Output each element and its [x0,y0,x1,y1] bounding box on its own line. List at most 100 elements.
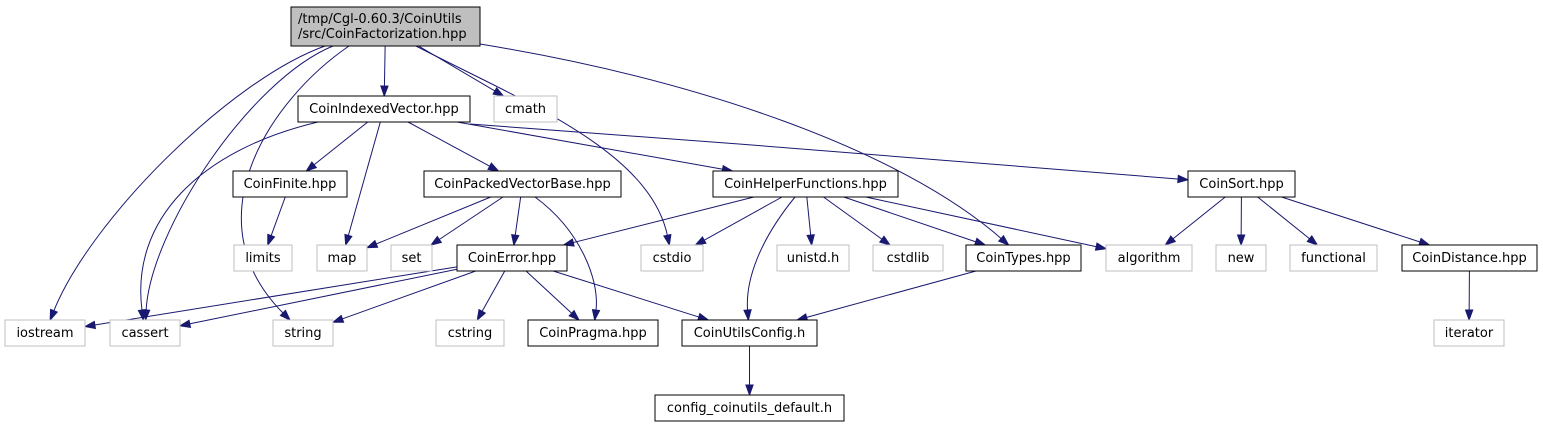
edge-CoinHelperFunctions-to-algorithm [865,196,1108,251]
node-label: limits [245,251,281,266]
edge-arrowhead [1236,234,1246,247]
edge-arrowhead [492,86,505,97]
edge-arrowhead [1306,235,1319,246]
node-CoinUtilsConfig[interactable]: CoinUtilsConfig.h [681,319,818,347]
edge-arrowhead [1418,237,1431,246]
edge-arrowhead [267,233,276,247]
edge-arrowhead [697,312,710,321]
node-CoinError[interactable]: CoinError.hpp [456,244,568,272]
edge-arrowhead [663,233,672,247]
node-box [1401,244,1538,272]
edge-CoinError-to-iostream [83,266,458,330]
edges-layer [49,43,1474,397]
edge-arrowhead [331,314,345,323]
node-limits: limits [233,244,293,272]
edge-CoinError-to-CoinPragma [525,270,581,322]
node-box [1289,244,1378,272]
node-CoinIndexedVector[interactable]: CoinIndexedVector.hpp [297,95,471,123]
node-box [712,170,899,198]
edge-arrowhead [429,235,443,246]
edge-line [383,45,386,88]
edge-line [1257,196,1311,240]
node-CoinPackedVectorBase[interactable]: CoinPackedVectorBase.hpp [423,170,622,198]
edge-line [1171,196,1226,240]
node-CoinDistance[interactable]: CoinDistance.hpp [1401,244,1538,272]
node-config_coinutils_default[interactable]: config_coinutils_default.h [654,394,845,422]
node-iterator: iterator [1433,319,1505,347]
node-box [776,244,850,272]
node-box [681,319,818,347]
node-new: new [1215,244,1267,272]
edge-CoinFinite-to-limits [267,196,286,247]
edge-arrowhead [591,309,601,322]
node-cstring: cstring [435,319,505,347]
node-box [654,394,845,422]
edge-arrowhead [137,309,147,322]
edge-line [415,45,669,237]
edge-arrowhead [562,238,575,247]
edge-line [572,196,755,244]
edge-line [375,196,491,245]
node-label: new [1228,251,1255,266]
node-functional: functional [1289,244,1378,272]
node-iostream: iostream [4,319,86,347]
node-map: map [316,244,368,272]
node-CoinSort[interactable]: CoinSort.hpp [1187,170,1296,198]
node-box [872,244,944,272]
node-label: set [402,251,422,266]
node-label: CoinDistance.hpp [1412,251,1527,266]
node-CoinHelperFunctions[interactable]: CoinHelperFunctions.hpp [712,170,899,198]
node-cmath: cmath [493,95,558,123]
edge-CoinIndexedVector-to-map [344,121,381,247]
edge-CoinIndexedVector-to-cassert [137,121,319,322]
node-CoinPragma[interactable]: CoinPragma.hpp [527,319,659,347]
edge-line [347,121,381,237]
node-label: algorithm [1118,251,1181,266]
edge-root-to-iostream [49,45,326,322]
node-label: string [284,326,321,341]
edge-CoinIndexedVector-to-CoinHelperFunctions [456,121,734,174]
edge-root-to-string [241,45,350,322]
edge-line [145,45,334,312]
node-string: string [272,319,334,347]
node-root[interactable]: /tmp/Cgl-0.60.3/CoinUtils/src/CoinFactor… [290,6,481,47]
edge-arrowhead [476,308,487,322]
edge-arrowhead [1094,242,1108,251]
edge-line [1281,196,1422,243]
node-CoinFinite[interactable]: CoinFinite.hpp [232,170,348,198]
edge-line [241,45,350,314]
edge-CoinHelperFunctions-to-CoinUtilsConfig [743,196,796,322]
edge-CoinHelperFunctions-to-cstdlib [823,196,892,246]
edge-CoinIndexedVector-to-CoinFinite [305,121,369,172]
edge-root-to-CoinTypes [479,43,1010,246]
edge-arrowhead [1464,309,1474,322]
edge-line [53,45,326,312]
edge-line [746,196,796,312]
node-label: iostream [16,326,73,341]
edge-arrowhead [511,233,520,247]
edge-line [313,121,369,166]
node-label: CoinPackedVectorBase.hpp [434,177,611,192]
node-set: set [390,244,433,272]
node-box [423,170,622,198]
edge-CoinError-to-string [331,270,476,323]
node-label: functional [1301,251,1366,266]
edge-line [806,196,812,237]
edge-CoinSort-to-CoinDistance [1281,196,1431,246]
edge-arrowhead [743,309,752,322]
node-box [640,244,704,272]
node-label: cstring [448,326,492,341]
edge-CoinError-to-CoinUtilsConfig [553,270,710,321]
node-label: /src/CoinFactorization.hpp [298,27,467,42]
edge-arrowhead [487,162,500,172]
node-label: CoinTypes.hpp [976,251,1070,266]
edge-line [823,196,883,241]
edge-arrowhead [973,237,987,246]
node-CoinTypes[interactable]: CoinTypes.hpp [965,244,1082,272]
nodes-layer: /tmp/Cgl-0.60.3/CoinUtils/src/CoinFactor… [4,6,1538,422]
edge-line [270,196,286,237]
edge-arrowhead [878,235,892,246]
node-label: cstdio [653,251,692,266]
edge-arrowhead [83,320,97,330]
